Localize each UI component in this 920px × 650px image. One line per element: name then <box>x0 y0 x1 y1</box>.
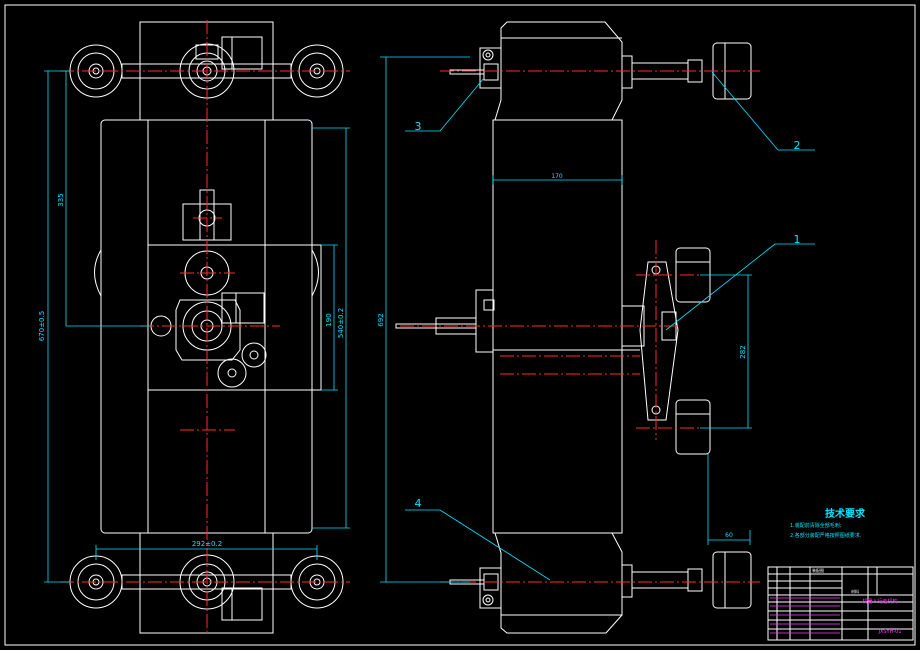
left-view: 670±0.5 335 540±0.2 190 292±0.2 <box>38 20 350 635</box>
title-cell-a: 装配图 <box>812 567 824 573</box>
top-drive-motor <box>179 36 263 99</box>
top-left-bracket <box>449 47 502 89</box>
drawing-frame <box>4 4 916 646</box>
right-view: 692 170 282 60 3 2 1 4 <box>377 21 815 634</box>
middle-left-stub <box>395 289 495 353</box>
tech-req-item-2: 2.各部分装配严格按照图纸要求. <box>790 532 862 539</box>
right-view-dimensions <box>380 56 752 583</box>
technical-requirements: 技术要求 1.装配前清除全部毛刺; 2.各部分装配严格按照图纸要求. <box>790 507 866 539</box>
part-leaders <box>405 71 815 581</box>
central-plate <box>147 244 322 391</box>
dim-292: 292±0.2 <box>192 540 222 548</box>
title-cell-b: 机器人行走机构 <box>862 598 897 605</box>
left-view-dimensions <box>44 70 350 583</box>
dim-190: 190 <box>325 313 333 326</box>
side-wheel-left <box>94 249 102 297</box>
title-block: 装配图 机器人行走机构 材料 JXSYH-01 <box>767 566 914 641</box>
side-bottom-block <box>494 532 623 634</box>
part-number-4: 4 <box>415 497 422 510</box>
dim-335: 335 <box>57 193 65 206</box>
tech-req-title: 技术要求 <box>825 507 866 520</box>
dim-170: 170 <box>551 173 563 180</box>
bottom-right-shaft-wheel <box>621 551 752 609</box>
bottom-drive-motor <box>179 554 263 621</box>
central-mechanism <box>150 189 267 388</box>
dim-692: 692 <box>377 313 385 326</box>
dim-670: 670±0.5 <box>38 311 46 341</box>
dim-540: 540±0.2 <box>337 308 345 338</box>
side-wheel-right <box>311 249 319 297</box>
dim-282: 282 <box>739 345 747 358</box>
drawing-number: JXSYH-01 <box>877 629 901 635</box>
part-number-1: 1 <box>794 233 801 246</box>
title-cell-c: 材料 <box>851 588 859 594</box>
bottom-left-bracket <box>449 567 502 609</box>
part-number-3: 3 <box>415 120 422 133</box>
dim-60: 60 <box>725 532 733 539</box>
tech-req-item-1: 1.装配前清除全部毛刺; <box>790 522 842 529</box>
middle-right-wheel-assembly <box>621 247 711 455</box>
part-number-2: 2 <box>794 139 801 152</box>
